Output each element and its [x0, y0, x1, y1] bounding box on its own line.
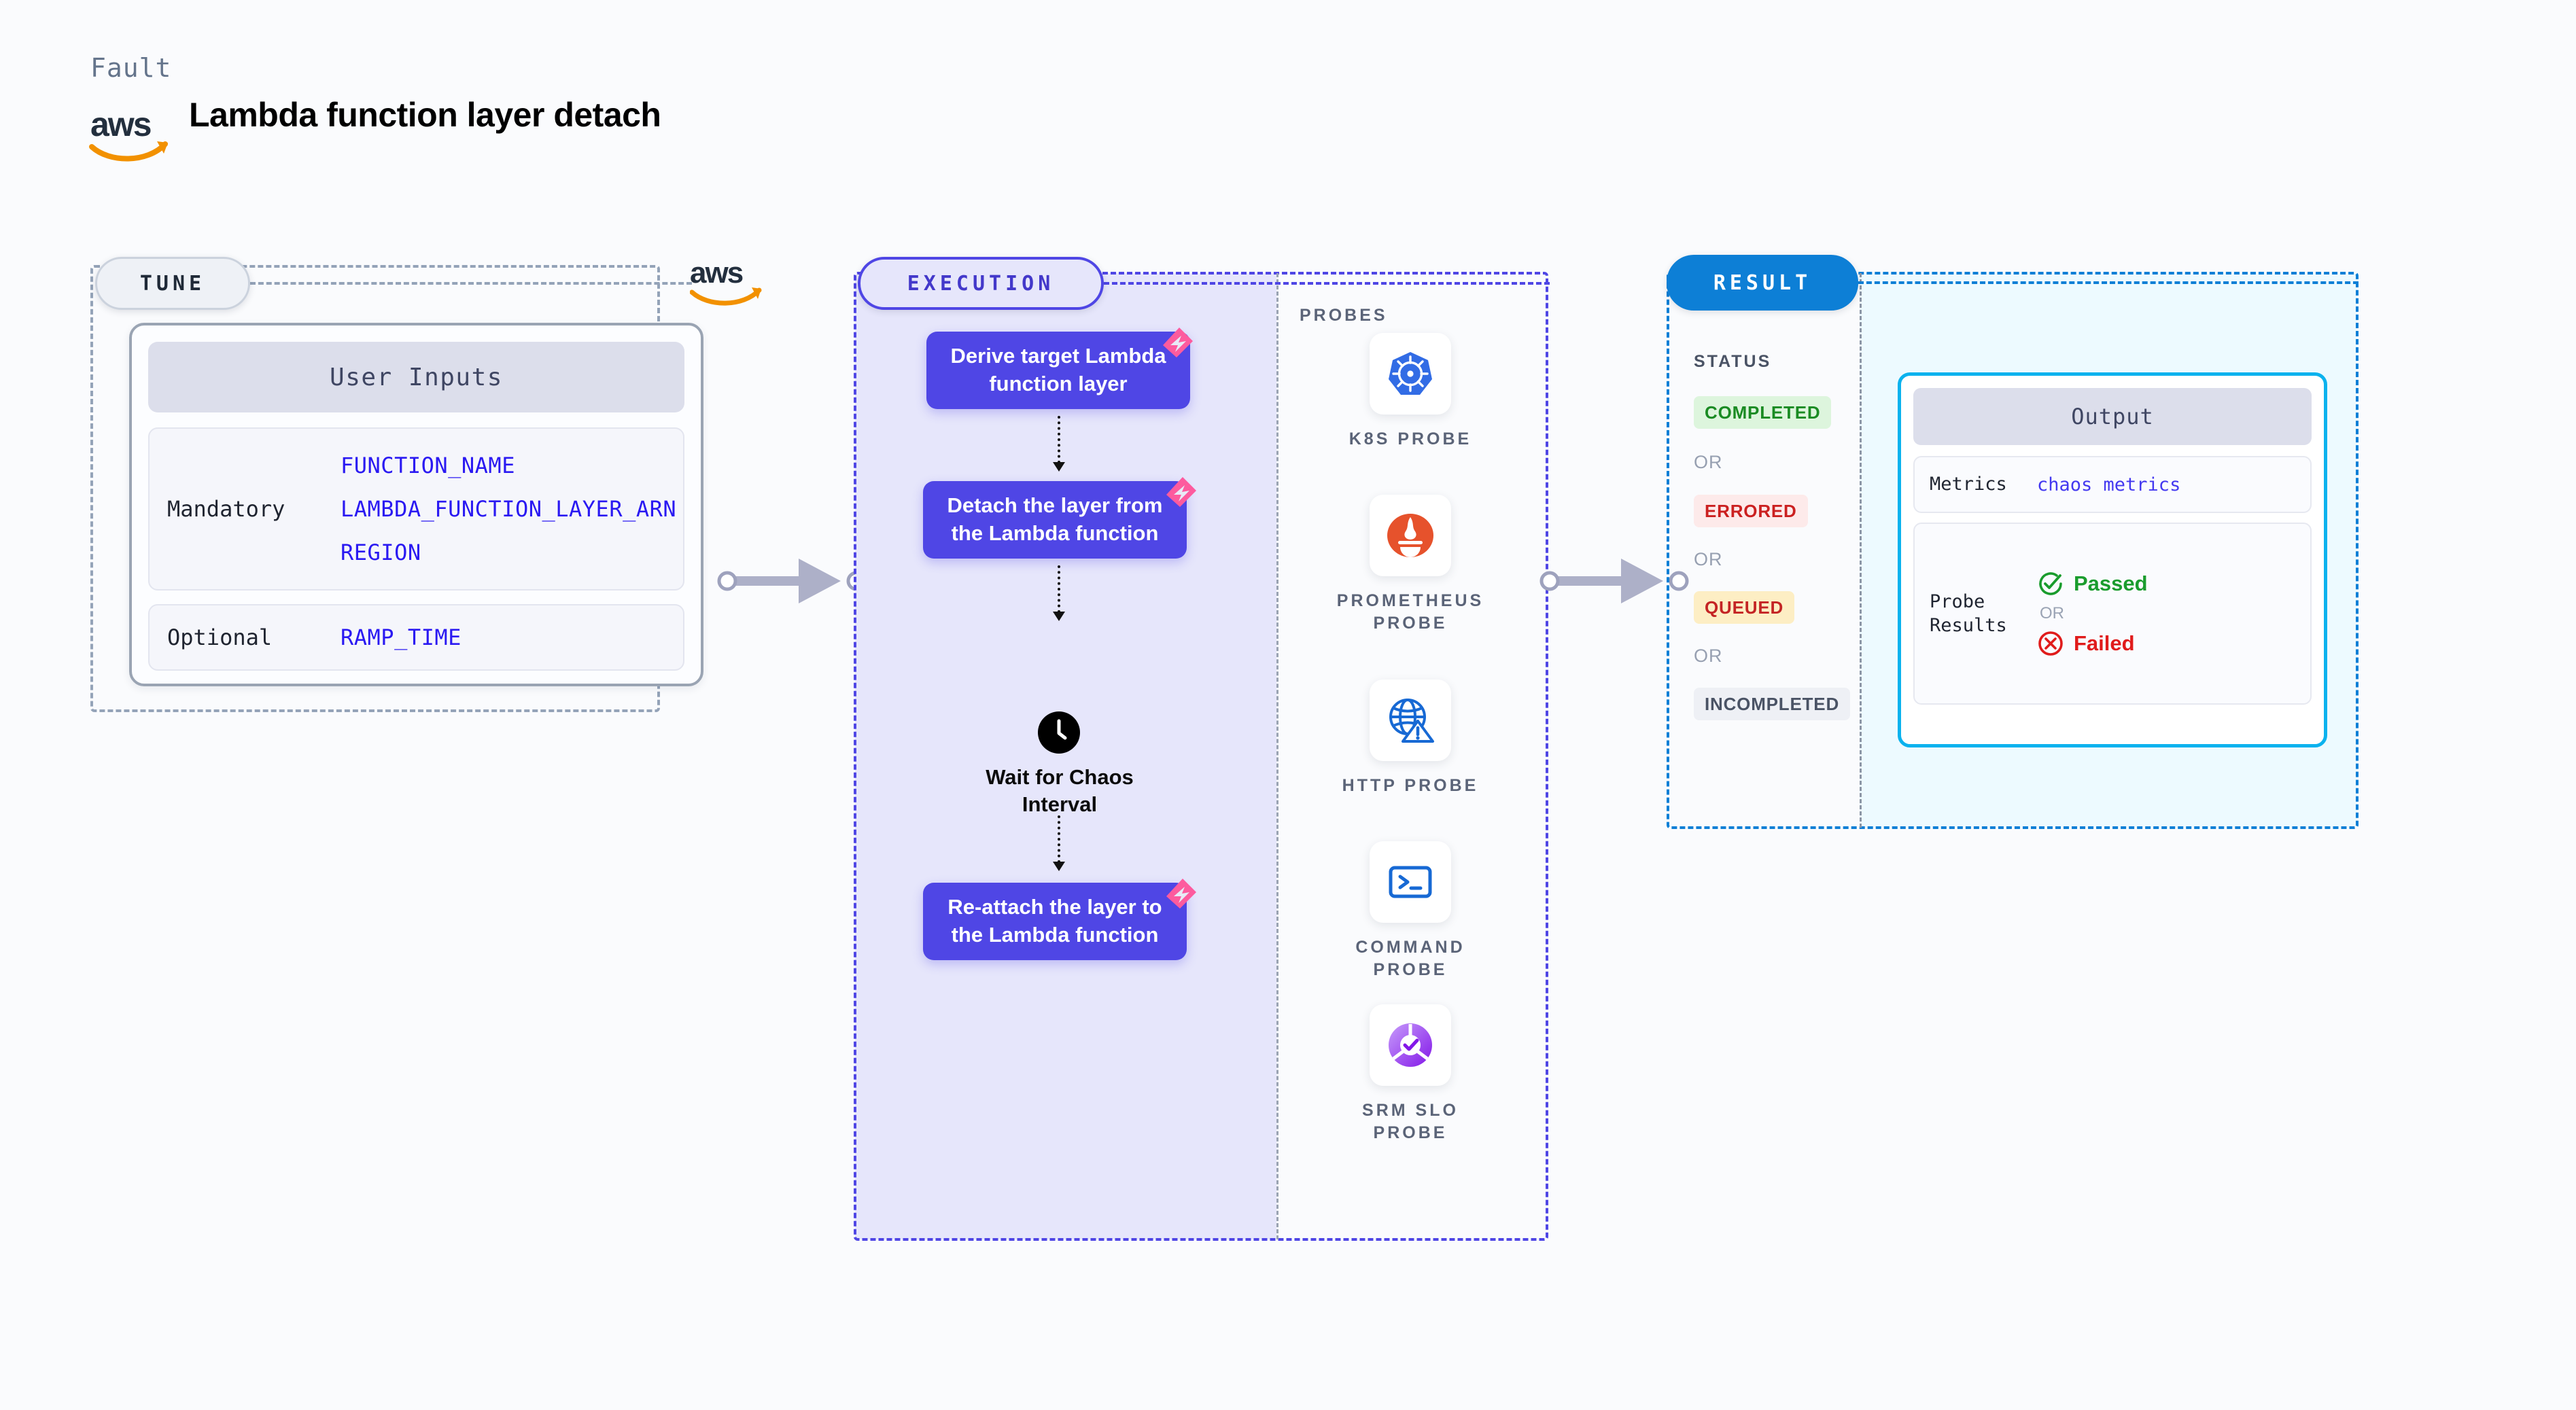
flow-arrow-2	[1053, 565, 1065, 621]
svg-text:aws: aws	[90, 105, 151, 143]
input-function-name[interactable]: FUNCTION_NAME	[341, 453, 515, 478]
wait-for-chaos-interval-label: Wait for Chaos Interval	[986, 765, 1134, 816]
terminal-icon	[1389, 866, 1432, 898]
output-card: Output Metrics chaos metrics Probe Resul…	[1898, 372, 2327, 747]
prometheus-icon	[1387, 514, 1433, 557]
probe-result-failed: Failed	[2037, 630, 2148, 657]
probe-prometheus[interactable]: PROMETHEUS PROBE	[1329, 495, 1492, 634]
input-layer-arn[interactable]: LAMBDA_FUNCTION_LAYER_ARN	[341, 496, 677, 522]
status-badge-queued: QUEUED	[1694, 591, 1795, 624]
flow-arrow-1	[1053, 416, 1065, 472]
result-pill-label: RESULT	[1713, 270, 1812, 295]
output-metrics-row: Metrics chaos metrics	[1913, 456, 2312, 513]
clock-icon	[1038, 711, 1080, 754]
litmus-logo-icon	[1166, 879, 1196, 909]
probe-srm-slo[interactable]: SRM SLO PROBE	[1329, 1004, 1492, 1144]
execution-step-1[interactable]: Derive target Lambda function layer	[926, 332, 1190, 409]
check-circle-icon	[2039, 572, 2062, 595]
optional-values: RAMP_TIME	[341, 624, 462, 650]
mandatory-inputs-row: Mandatory FUNCTION_NAME LAMBDA_FUNCTION_…	[148, 427, 684, 591]
probe-result-failed-label: Failed	[2074, 631, 2135, 655]
result-pill[interactable]: RESULT	[1667, 255, 1858, 311]
status-badge-completed: COMPLETED	[1694, 396, 1832, 429]
status-badge-errored: ERRORED	[1694, 495, 1808, 527]
user-inputs-title: User Inputs	[148, 342, 684, 412]
output-metrics-value[interactable]: chaos metrics	[2037, 474, 2181, 495]
svg-text:aws: aws	[690, 256, 743, 289]
aws-provider-icon: aws	[690, 256, 762, 306]
connector-execution-to-result	[1539, 559, 1689, 603]
probe-prometheus-label: PROMETHEUS PROBE	[1336, 591, 1484, 633]
result-section-boundary	[1667, 272, 2359, 829]
status-or-1: OR	[1694, 452, 1723, 472]
aws-logo: aws	[89, 105, 168, 162]
status-or-2: OR	[1694, 549, 1723, 569]
probe-result-or: OR	[2040, 604, 2064, 622]
tune-top-dashed-line	[250, 282, 692, 285]
result-status-output-divider	[1860, 273, 1862, 828]
execution-step-2[interactable]: Detach the layer from the Lambda functio…	[923, 481, 1187, 559]
http-globe-warning-icon	[1389, 699, 1434, 743]
output-title: Output	[1913, 388, 2312, 445]
execution-step-3-label: Re-attach the layer to the Lambda functi…	[947, 895, 1162, 947]
tune-pill-label: TUNE	[139, 271, 206, 296]
output-probe-results-key: Probe Results	[1930, 591, 2007, 636]
page-title: Lambda function layer detach	[189, 96, 661, 134]
mandatory-values: FUNCTION_NAME LAMBDA_FUNCTION_LAYER_ARN …	[341, 453, 676, 565]
input-region[interactable]: REGION	[341, 540, 421, 565]
probe-srm-slo-label: SRM SLO PROBE	[1362, 1101, 1459, 1142]
execution-pill-label: EXECUTION	[907, 271, 1055, 296]
probe-k8s[interactable]: K8S PROBE	[1329, 333, 1492, 451]
execution-top-dashed-line	[1104, 282, 1550, 285]
probe-srm-slo-tile	[1370, 1004, 1451, 1086]
probe-result-passed: Passed	[2037, 570, 2148, 597]
kubernetes-icon	[1389, 352, 1432, 395]
probe-http[interactable]: HTTP PROBE	[1329, 680, 1492, 797]
flow-arrow-3	[1053, 815, 1065, 871]
execution-step-1-label: Derive target Lambda function layer	[950, 344, 1166, 395]
execution-step-3[interactable]: Re-attach the layer to the Lambda functi…	[923, 883, 1187, 960]
mandatory-label: Mandatory	[167, 496, 285, 522]
execution-step-2-label: Detach the layer from the Lambda functio…	[947, 493, 1163, 545]
status-or-3: OR	[1694, 646, 1723, 666]
optional-label: Optional	[167, 624, 273, 650]
x-circle-icon	[2038, 631, 2063, 656]
execution-pill[interactable]: EXECUTION	[858, 257, 1104, 310]
output-probe-results-values: Passed OR Failed	[2037, 570, 2148, 657]
fault-kicker: Fault	[90, 53, 172, 83]
status-badge-incompleted: INCOMPLETED	[1694, 688, 1851, 720]
execution-probes-divider	[1276, 273, 1278, 1239]
tune-pill[interactable]: TUNE	[95, 257, 250, 310]
optional-inputs-row: Optional RAMP_TIME	[148, 604, 684, 671]
probes-title: PROBES	[1300, 306, 1388, 325]
connector-tune-to-execution	[717, 559, 867, 603]
probe-command-label: COMMAND PROBE	[1355, 938, 1465, 979]
output-metrics-key: Metrics	[1930, 474, 2007, 495]
probe-http-tile	[1370, 680, 1451, 761]
probe-result-passed-label: Passed	[2074, 571, 2148, 595]
litmus-logo-icon	[1163, 328, 1193, 357]
srm-slo-icon	[1389, 1023, 1432, 1067]
probe-command-tile	[1370, 841, 1451, 923]
result-top-dashed-line	[1858, 281, 2359, 284]
status-title: STATUS	[1694, 352, 1772, 371]
litmus-logo-icon	[1166, 477, 1196, 507]
probe-http-label: HTTP PROBE	[1342, 776, 1479, 795]
probe-k8s-label: K8S PROBE	[1348, 429, 1472, 448]
input-ramp-time[interactable]: RAMP_TIME	[341, 624, 462, 650]
probe-command[interactable]: COMMAND PROBE	[1329, 841, 1492, 981]
execution-section-boundary	[854, 272, 1548, 1241]
execution-steps-background	[855, 273, 1276, 1239]
probe-prometheus-tile	[1370, 495, 1451, 576]
output-probe-results-row: Probe Results Passed OR Failed	[1913, 523, 2312, 705]
probe-k8s-tile	[1370, 333, 1451, 415]
user-inputs-card: User Inputs Mandatory FUNCTION_NAME LAMB…	[129, 323, 703, 686]
